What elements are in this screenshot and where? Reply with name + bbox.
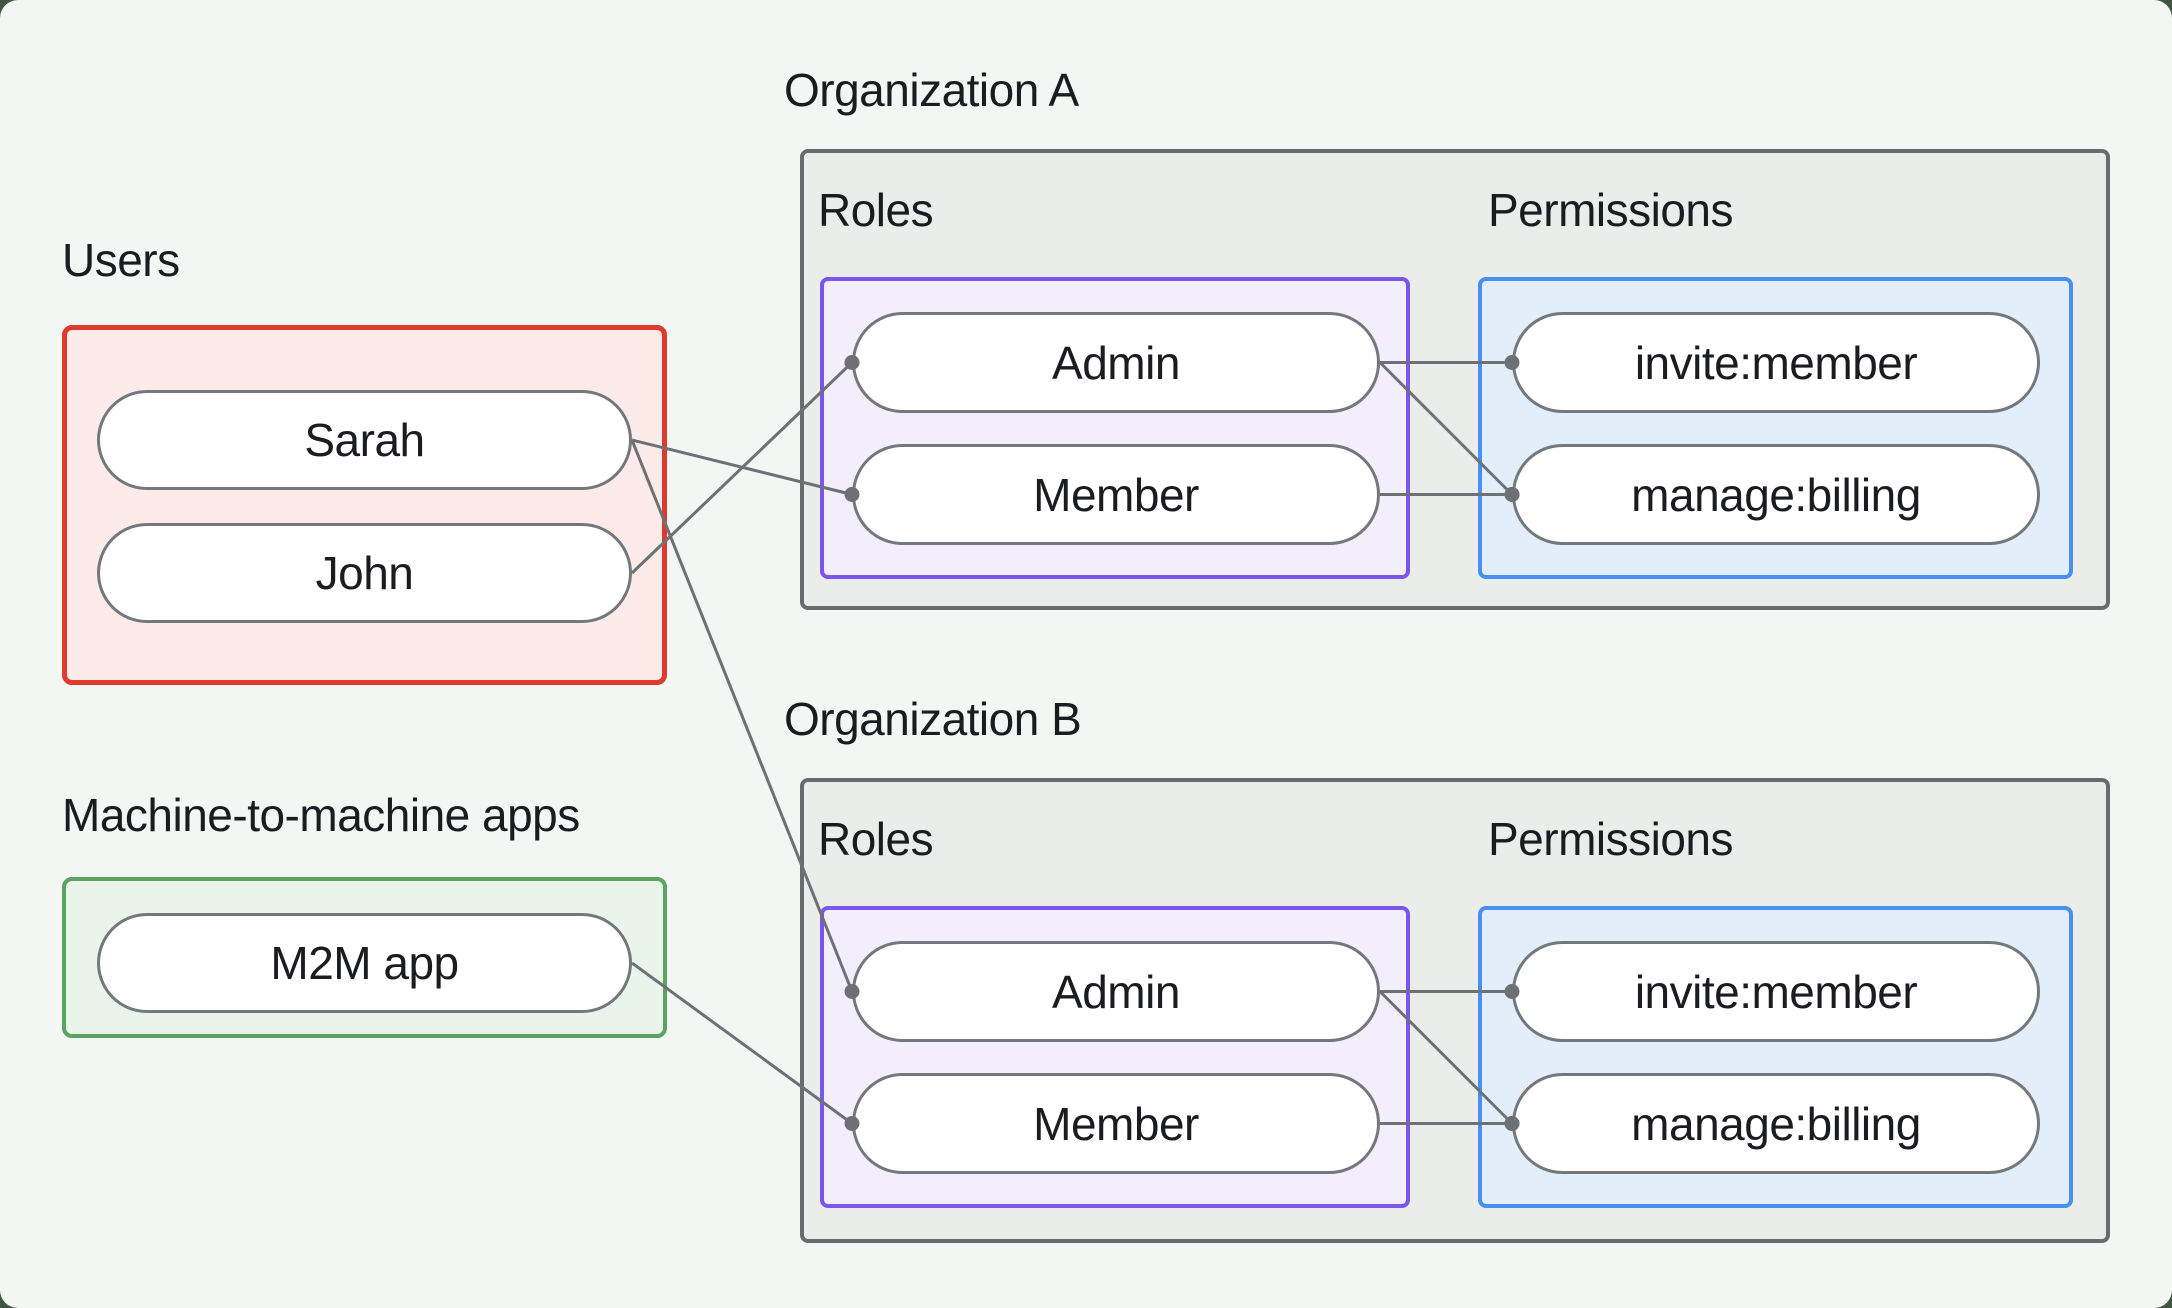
org-a-role-member: Member bbox=[852, 444, 1380, 545]
organization-b-label: Organization B bbox=[784, 693, 1082, 745]
org-b-permissions-box: invite:member manage:billing bbox=[1478, 906, 2073, 1208]
org-b-role-admin: Admin bbox=[852, 941, 1380, 1042]
org-a-role-admin: Admin bbox=[852, 312, 1380, 413]
org-a-role-member-label: Member bbox=[1033, 468, 1199, 521]
user-node-john-label: John bbox=[315, 547, 414, 599]
org-a-permission-invite-member: invite:member bbox=[1512, 312, 2040, 413]
user-node-john: John bbox=[97, 523, 632, 623]
org-a-permission-invite-member-label: invite:member bbox=[1634, 336, 1918, 389]
org-b-permission-invite-member-label: invite:member bbox=[1634, 965, 1918, 1018]
organization-b-box: Roles Permissions Admin Member invite:me… bbox=[800, 778, 2110, 1243]
org-b-roles-label: Roles bbox=[818, 813, 934, 865]
org-b-roles-box: Admin Member bbox=[820, 906, 1410, 1208]
org-b-permission-invite-member: invite:member bbox=[1512, 941, 2040, 1042]
org-b-permission-manage-billing-label: manage:billing bbox=[1631, 1097, 1921, 1150]
org-a-permissions-label: Permissions bbox=[1488, 184, 1734, 236]
organization-a-box: Roles Permissions Admin Member invite:me… bbox=[800, 149, 2110, 610]
org-b-permission-manage-billing: manage:billing bbox=[1512, 1073, 2040, 1174]
org-b-role-member-label: Member bbox=[1033, 1097, 1199, 1150]
users-group-label: Users bbox=[62, 234, 180, 286]
org-a-permissions-box: invite:member manage:billing bbox=[1478, 277, 2073, 579]
m2m-app-node: M2M app bbox=[97, 913, 632, 1013]
org-a-roles-label: Roles bbox=[818, 184, 934, 236]
m2m-group-label: Machine-to-machine apps bbox=[62, 789, 580, 841]
users-group-box: Sarah John bbox=[62, 325, 667, 685]
org-a-roles-box: Admin Member bbox=[820, 277, 1410, 579]
org-a-permission-manage-billing-label: manage:billing bbox=[1631, 468, 1921, 521]
org-b-role-admin-label: Admin bbox=[1052, 965, 1180, 1018]
org-a-permission-manage-billing: manage:billing bbox=[1512, 444, 2040, 545]
user-node-sarah: Sarah bbox=[97, 390, 632, 490]
m2m-app-node-label: M2M app bbox=[270, 937, 459, 989]
user-node-sarah-label: Sarah bbox=[304, 414, 425, 466]
organization-a-label: Organization A bbox=[784, 64, 1079, 116]
m2m-group-box: M2M app bbox=[62, 877, 667, 1038]
org-a-role-admin-label: Admin bbox=[1052, 336, 1180, 389]
org-b-permissions-label: Permissions bbox=[1488, 813, 1734, 865]
org-b-role-member: Member bbox=[852, 1073, 1380, 1174]
